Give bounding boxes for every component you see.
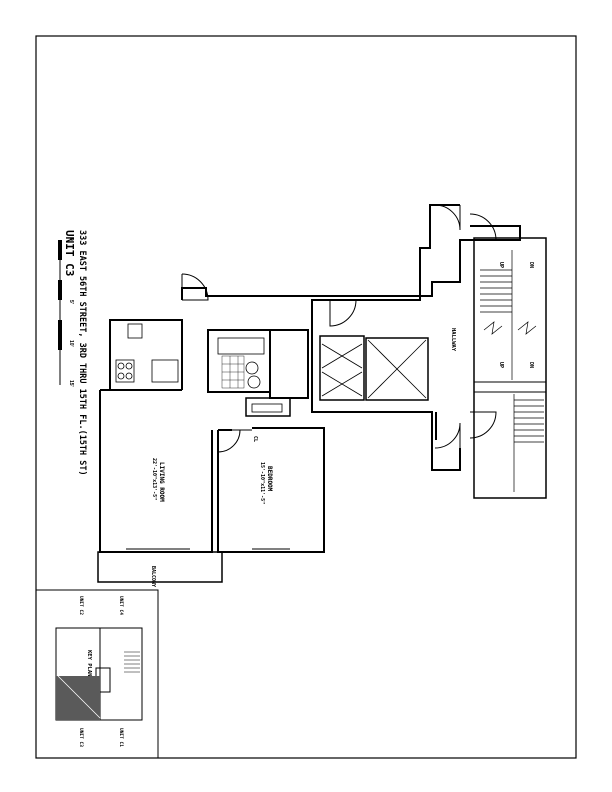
scale-tick-2: 10' bbox=[68, 340, 74, 347]
key-unit-c2: UNIT C2 bbox=[78, 596, 84, 615]
living-room-label: LIVING ROOM bbox=[158, 462, 165, 502]
scale-tick-0: 0 bbox=[68, 238, 74, 241]
key-unit-c3: UNIT C3 bbox=[78, 728, 84, 747]
closet-label: CL bbox=[252, 436, 258, 442]
fixtures bbox=[115, 323, 283, 413]
range-stove bbox=[115, 359, 135, 383]
key-unit-c1: UNIT C1 bbox=[118, 728, 124, 747]
washbasin bbox=[247, 375, 261, 389]
room-labels: LIVING ROOM 22'-10"x13'-5" BEDROOM 15'-1… bbox=[150, 262, 534, 587]
scale-tick-3: 15' bbox=[68, 380, 74, 387]
toilet bbox=[245, 361, 259, 375]
hallway-label: HALLWAY bbox=[450, 328, 456, 352]
stair-label-4: DN bbox=[528, 362, 534, 368]
key-plan: KEY PLAN UNIT C2 UNIT C3 UNIT C4 UNIT C1 bbox=[55, 596, 143, 747]
sheet-border bbox=[35, 35, 577, 759]
bathtub bbox=[217, 337, 265, 355]
key-plan-frame bbox=[35, 589, 159, 759]
key-unit-c4: UNIT C4 bbox=[118, 596, 124, 615]
stair-label-2: DN bbox=[528, 262, 534, 268]
kitchen-sink bbox=[127, 323, 143, 339]
scale-bar: 0 5' 10' 15' bbox=[58, 238, 74, 387]
address-line: 333 EAST 56TH STREET, 3RD THRU 15TH FL.(… bbox=[77, 230, 87, 476]
key-plan-highlight-unit bbox=[56, 676, 100, 720]
scale-tick-1: 5' bbox=[68, 300, 74, 304]
title-block: UNIT C3 333 EAST 56TH STREET, 3RD THRU 1… bbox=[58, 230, 87, 476]
elevator-crosses bbox=[321, 339, 427, 399]
key-plan-title: KEY PLAN bbox=[86, 650, 92, 677]
counter bbox=[151, 359, 179, 383]
stair-label-3: UP bbox=[498, 362, 504, 368]
living-room-dims: 22'-10"x13'-5" bbox=[151, 458, 157, 500]
apartment-walls bbox=[97, 204, 547, 583]
balcony-label: BALCONY bbox=[150, 566, 156, 587]
unit-title: UNIT C3 bbox=[63, 230, 76, 276]
stair-treads bbox=[480, 250, 544, 492]
door-swings bbox=[181, 204, 497, 453]
bedroom-label: BEDROOM bbox=[266, 466, 273, 492]
bedroom-dims: 15'-10"x11'-5" bbox=[259, 462, 265, 504]
stair-label-1: UP bbox=[498, 262, 504, 268]
